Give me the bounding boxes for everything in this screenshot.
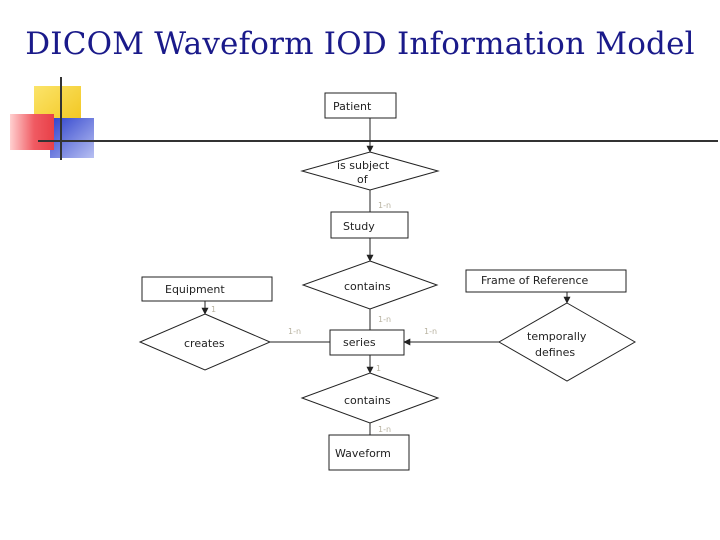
- cardinality-contains-series: 1-n: [378, 315, 391, 324]
- relationship-is-subject-of: is subject of: [300, 151, 440, 191]
- series-label: series: [343, 336, 376, 349]
- cardinality-temporally-series: 1-n: [424, 327, 437, 336]
- equipment-label: Equipment: [165, 283, 225, 296]
- is-subject-of-label-line2: of: [357, 173, 369, 186]
- entity-series: series: [329, 329, 405, 356]
- waveform-label: Waveform: [335, 447, 391, 460]
- cardinality-equipment-creates: 1: [211, 305, 216, 314]
- patient-label: Patient: [333, 100, 372, 113]
- temporally-defines-label-line1: temporally: [527, 330, 587, 343]
- slide-title: DICOM Waveform IOD Information Model: [25, 26, 695, 62]
- contains-series-label: contains: [344, 394, 391, 407]
- entity-frame-of-reference: Frame of Reference: [465, 269, 627, 293]
- relationship-contains-study: contains: [301, 260, 439, 310]
- cardinality-series-contains: 1: [376, 364, 381, 373]
- entity-equipment: Equipment: [141, 276, 273, 302]
- is-subject-of-label-line1: is subject: [337, 159, 390, 172]
- relationship-temporally-defines: temporally defines: [497, 302, 637, 382]
- temporally-defines-label-line2: defines: [535, 346, 575, 359]
- blue-square: [50, 118, 94, 158]
- relationship-contains-series: contains: [300, 372, 440, 424]
- creates-label: creates: [184, 337, 225, 350]
- contains-study-label: contains: [344, 280, 391, 293]
- study-label: Study: [343, 220, 375, 233]
- frame-of-reference-label: Frame of Reference: [481, 274, 588, 287]
- decorative-squares: [10, 86, 94, 158]
- entity-patient: Patient: [324, 92, 397, 119]
- cardinality-labels: 1-n 1 1-n 1-n 1-n 1 1-n: [211, 201, 437, 434]
- red-square: [10, 114, 54, 150]
- cardinality-contains-waveform: 1-n: [378, 425, 391, 434]
- entity-study: Study: [330, 211, 409, 239]
- relationship-creates: creates: [138, 313, 272, 371]
- cardinality-study-relationship: 1-n: [378, 201, 391, 210]
- connectors: [201, 118, 571, 435]
- entity-waveform: Waveform: [328, 434, 410, 471]
- cardinality-creates-series: 1-n: [288, 327, 301, 336]
